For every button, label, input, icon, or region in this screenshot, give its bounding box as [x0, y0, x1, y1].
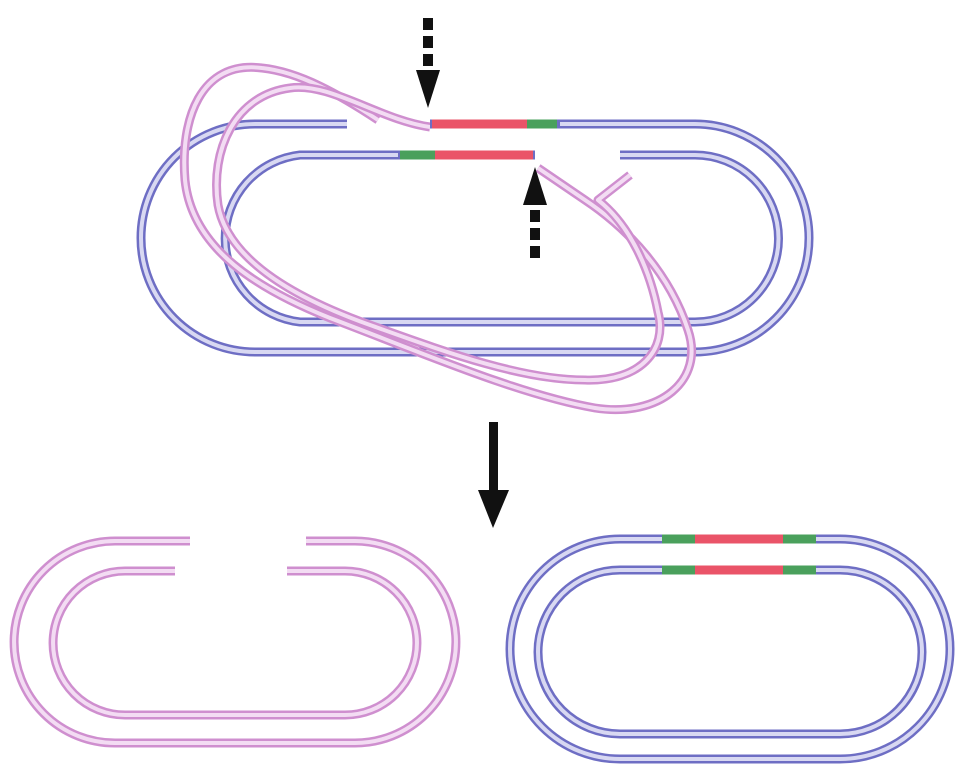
pink-result-inner-strand — [48, 566, 422, 720]
blue-result-inner-strand — [533, 565, 927, 739]
dashed-arrow-down-icon — [416, 18, 440, 108]
dashed-arrow-up-icon — [523, 167, 547, 258]
bottom-blue-plasmid — [505, 534, 955, 764]
top-blue-plasmid — [136, 119, 814, 357]
pink-inner-strand — [212, 82, 665, 385]
arrow-down-icon — [478, 422, 509, 528]
top-recombination-segments — [398, 119, 560, 160]
top-pink-plasmid — [179, 62, 697, 414]
bottom-pink-plasmid — [9, 536, 461, 748]
